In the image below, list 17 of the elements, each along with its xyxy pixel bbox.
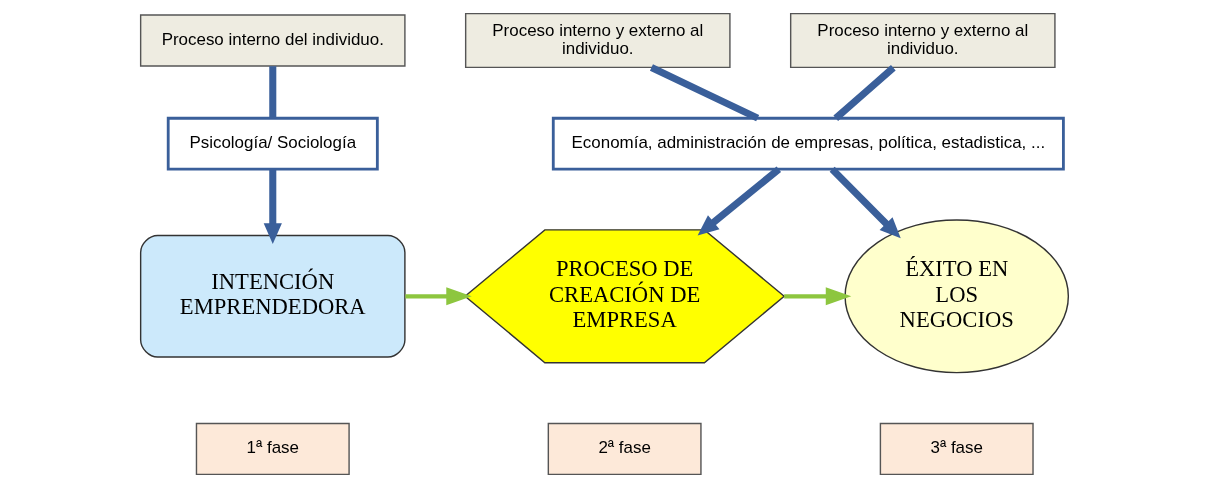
connector [269,66,277,119]
node-box: Proceso interno y externo al individuo. [789,12,1056,69]
arrow [784,287,852,306]
arrow [263,169,282,245]
arrow [829,166,901,239]
connector [649,64,760,122]
node-box: Psicología/ Sociología [166,116,379,171]
node-box: INTENCIÓN EMPRENDEDORA [139,234,406,358]
node-box: 1ª fase [195,422,350,476]
node-box: Proceso interno y externo al individuo. [464,12,731,69]
node-box: 2ª fase [547,422,702,476]
arrow [697,166,782,236]
connector [833,65,896,121]
node-box: 3ª fase [879,422,1034,476]
arrow [405,287,472,306]
node-box: Economía, administración de empresas, política, estadistica, ... [551,116,1065,171]
node-box: Proceso interno del individuo. [139,14,406,67]
